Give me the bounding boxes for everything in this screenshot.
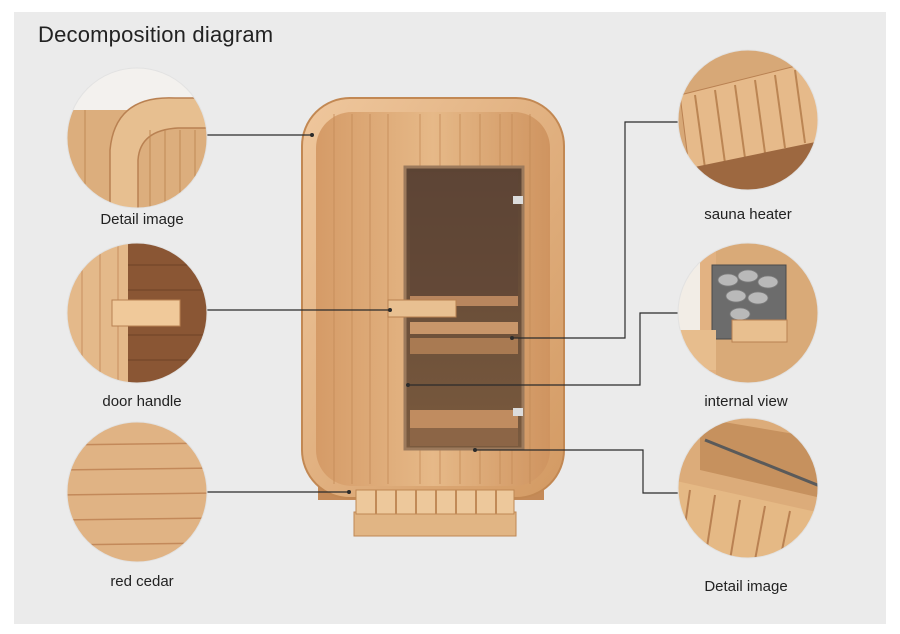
red-cedar-image	[67, 422, 207, 562]
internal-view-ring	[677, 242, 819, 384]
sauna-heater-ring	[677, 49, 819, 191]
label-sauna-heater: sauna heater	[704, 206, 792, 223]
door-handle-image	[67, 243, 207, 383]
label-red-cedar: red cedar	[110, 573, 174, 590]
leader-detail-bottom	[475, 449, 678, 494]
sauna-cabin	[301, 97, 565, 537]
red-cedar-ring	[66, 421, 208, 563]
sauna-heater-image	[678, 50, 818, 190]
label-detail-image-bottom: Detail image	[704, 578, 788, 595]
inner-benches	[410, 296, 518, 446]
hinge-top	[513, 196, 523, 204]
leader-internal-view	[408, 312, 678, 386]
label-detail-image-top: Detail image	[100, 211, 184, 228]
label-internal-view: internal view	[704, 393, 788, 410]
leader-lines	[207, 121, 678, 494]
detail-top-image	[67, 68, 207, 208]
detail-bottom-image	[678, 418, 818, 558]
diagram-title: Decomposition diagram	[38, 22, 274, 47]
door-handle-ring	[66, 242, 208, 384]
internal-view-image	[678, 243, 818, 383]
hinge-bottom	[513, 408, 523, 416]
detail-top-ring	[66, 67, 208, 209]
door-handle-bar[interactable]	[387, 299, 457, 318]
leader-dots	[310, 133, 514, 494]
label-door-handle: door handle	[102, 393, 182, 410]
door-reflection	[410, 172, 518, 302]
detail-bottom-ring	[677, 417, 819, 559]
step-bench	[353, 489, 517, 537]
leader-sauna-heater	[512, 121, 678, 339]
cabin-planks	[333, 114, 531, 484]
